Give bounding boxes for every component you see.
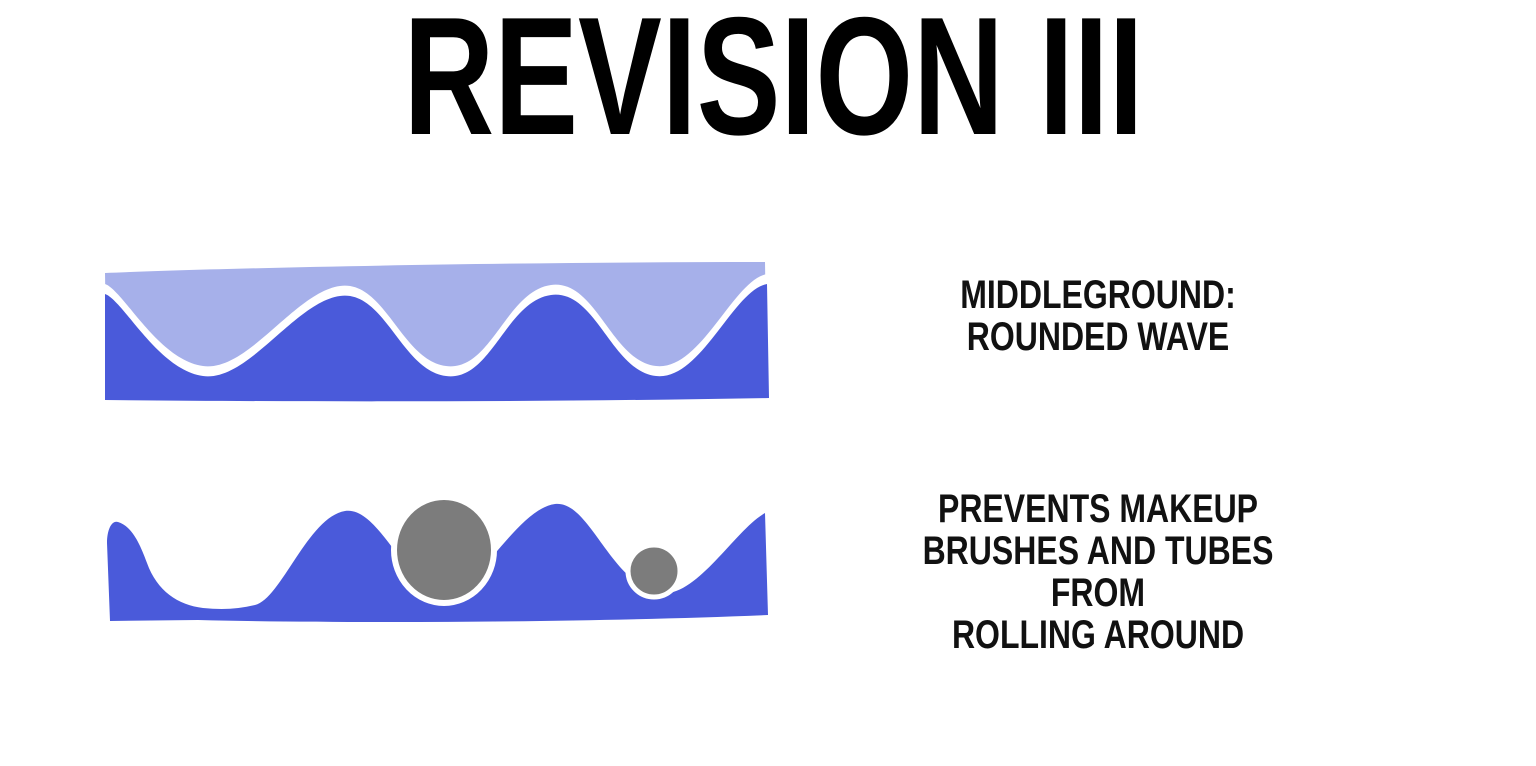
page-title: REVISION III [404, 12, 1144, 138]
small-object-circle [625, 542, 683, 600]
large-object-circle [391, 494, 497, 606]
caption-line: MIDDLEGROUND: [960, 273, 1236, 317]
caption-line: BRUSHES AND TUBES FROM [922, 529, 1274, 615]
caption-line: ROUNDED WAVE [966, 315, 1230, 359]
caption-line: PREVENTS MAKEUP [937, 487, 1259, 531]
caption-line: ROLLING AROUND [951, 613, 1245, 657]
wave-shape [107, 503, 768, 623]
rounded-wave-illustration [105, 262, 769, 402]
caption-function: PREVENTS MAKEUP BRUSHES AND TUBES FROM R… [898, 488, 1298, 656]
page-title-svg: REVISION III [404, 12, 1144, 138]
wave-shape [105, 284, 769, 402]
wave-objects-illustration [107, 494, 768, 623]
caption-middleground: MIDDLEGROUND: ROUNDED WAVE [898, 274, 1298, 358]
